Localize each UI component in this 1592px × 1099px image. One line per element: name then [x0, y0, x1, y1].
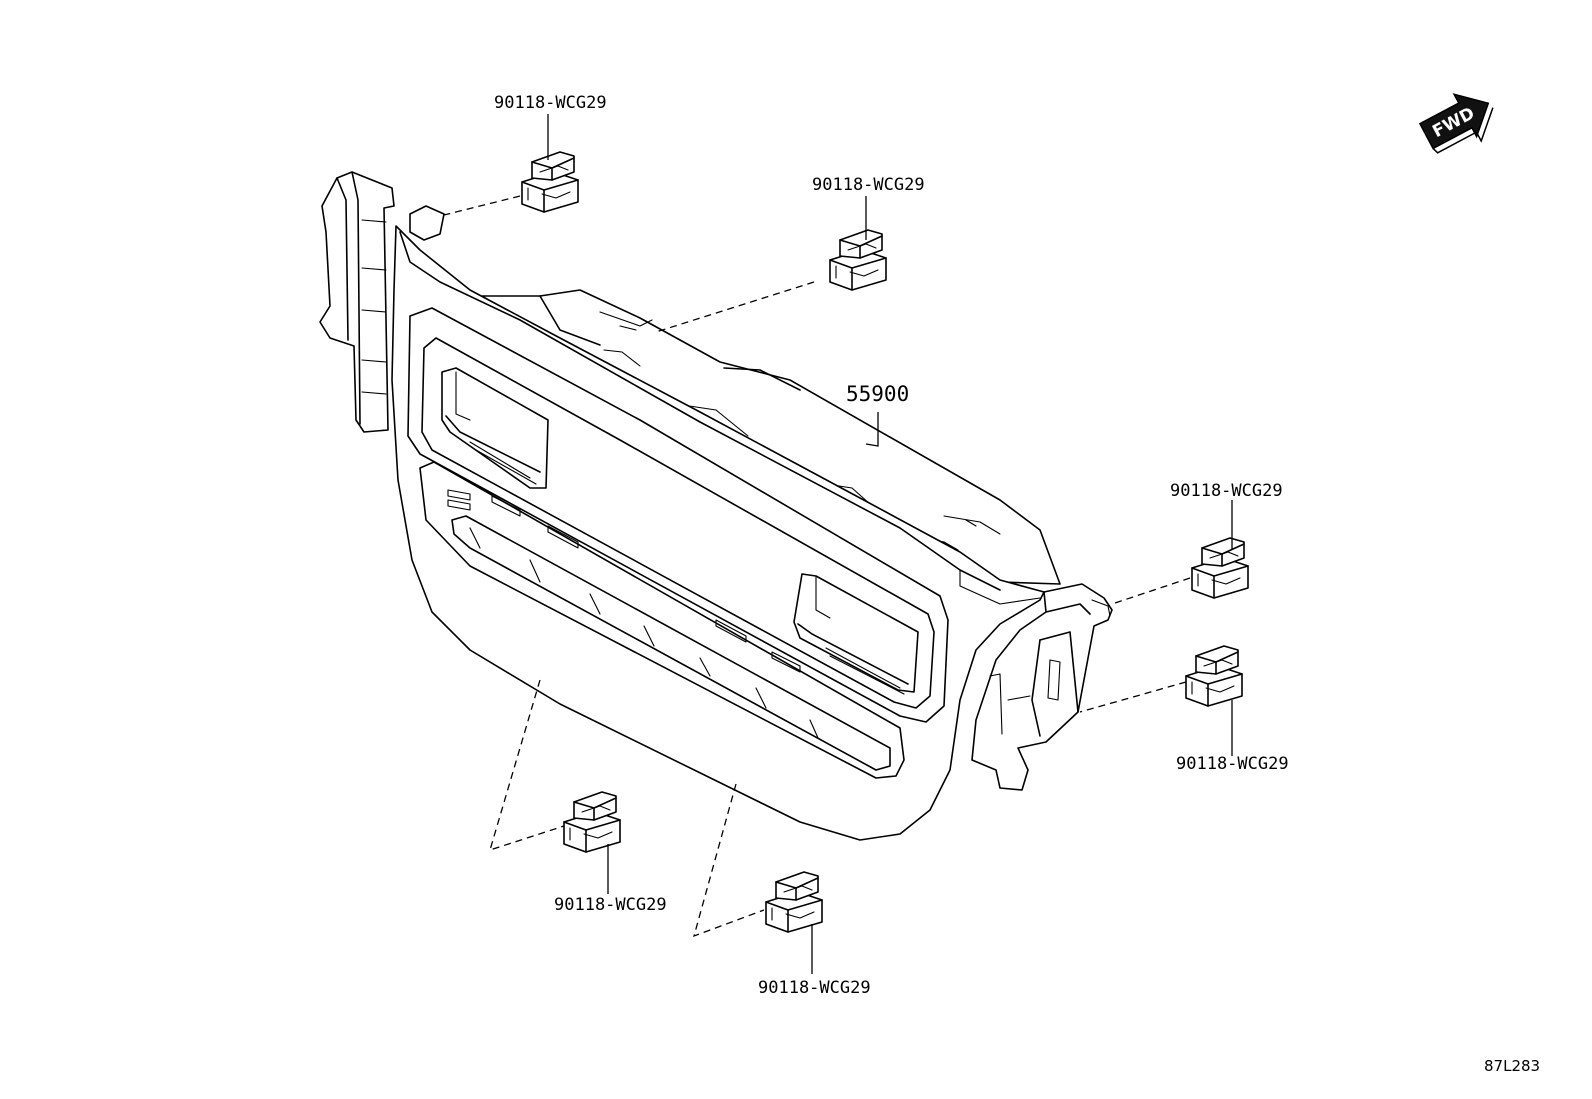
clip-bottom-center	[765, 871, 823, 933]
part-label-clip-top-center: 90118-WCG29	[812, 175, 925, 195]
clip-top-left	[521, 151, 579, 213]
part-label-clip-right-upper: 90118-WCG29	[1170, 481, 1283, 501]
part-label-clip-top-left: 90118-WCG29	[494, 93, 607, 113]
figure-id: 87L283	[1484, 1057, 1540, 1075]
part-label-clip-bottom-center: 90118-WCG29	[758, 978, 871, 998]
assembly-lines	[439, 195, 1191, 938]
clip-right-lower	[1185, 645, 1243, 707]
fwd-arrow-icon: FWD	[1418, 93, 1494, 154]
part-label-clip-right-lower: 90118-WCG29	[1176, 754, 1289, 774]
part-label-clip-bottom-left: 90118-WCG29	[554, 895, 667, 915]
clip-bottom-left	[563, 791, 621, 853]
leader-lines	[547, 114, 1233, 974]
clip-right-upper	[1191, 537, 1249, 599]
console-panel-assembly	[319, 171, 1113, 841]
part-label-main-panel: 55900	[846, 382, 909, 406]
clip-top-center	[829, 229, 887, 291]
